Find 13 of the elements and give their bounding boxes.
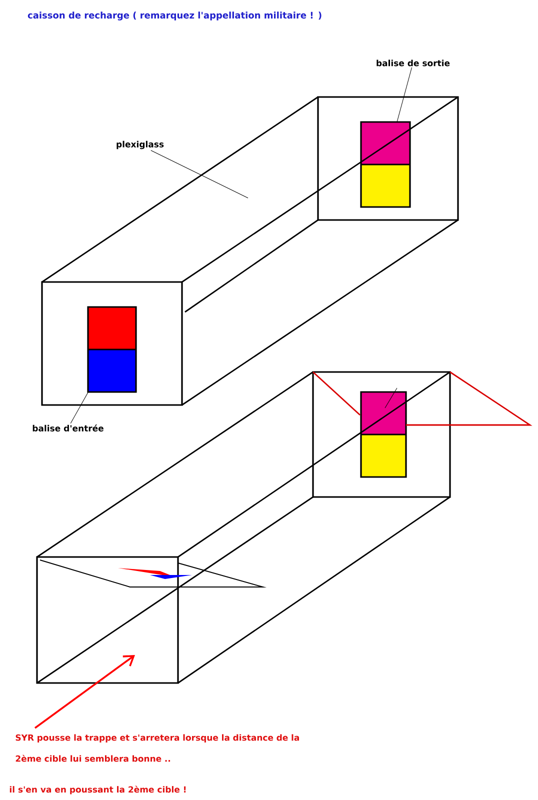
annotation-text: SYR pousse la trappe et s'arretera lorsque la distance de la 2ème cible lui semblera bonne .. xyxy=(16,734,299,762)
arrow xyxy=(34,655,135,729)
callout-label: plexiglass xyxy=(116,140,164,150)
beacon xyxy=(360,391,407,478)
note-text: il s'en va en poussant la 2ème cible ! xyxy=(10,786,186,794)
leader-line xyxy=(70,392,88,424)
leader-line xyxy=(150,150,248,198)
leader-line xyxy=(396,67,412,122)
callout-label: balise de sortie xyxy=(376,60,450,66)
beacon xyxy=(360,121,411,208)
title: caisson de recharge ( remarquez l'appellation militaire ! ) xyxy=(28,12,322,20)
callout-label: balise d'entrée xyxy=(32,424,104,432)
beacon xyxy=(87,306,137,393)
